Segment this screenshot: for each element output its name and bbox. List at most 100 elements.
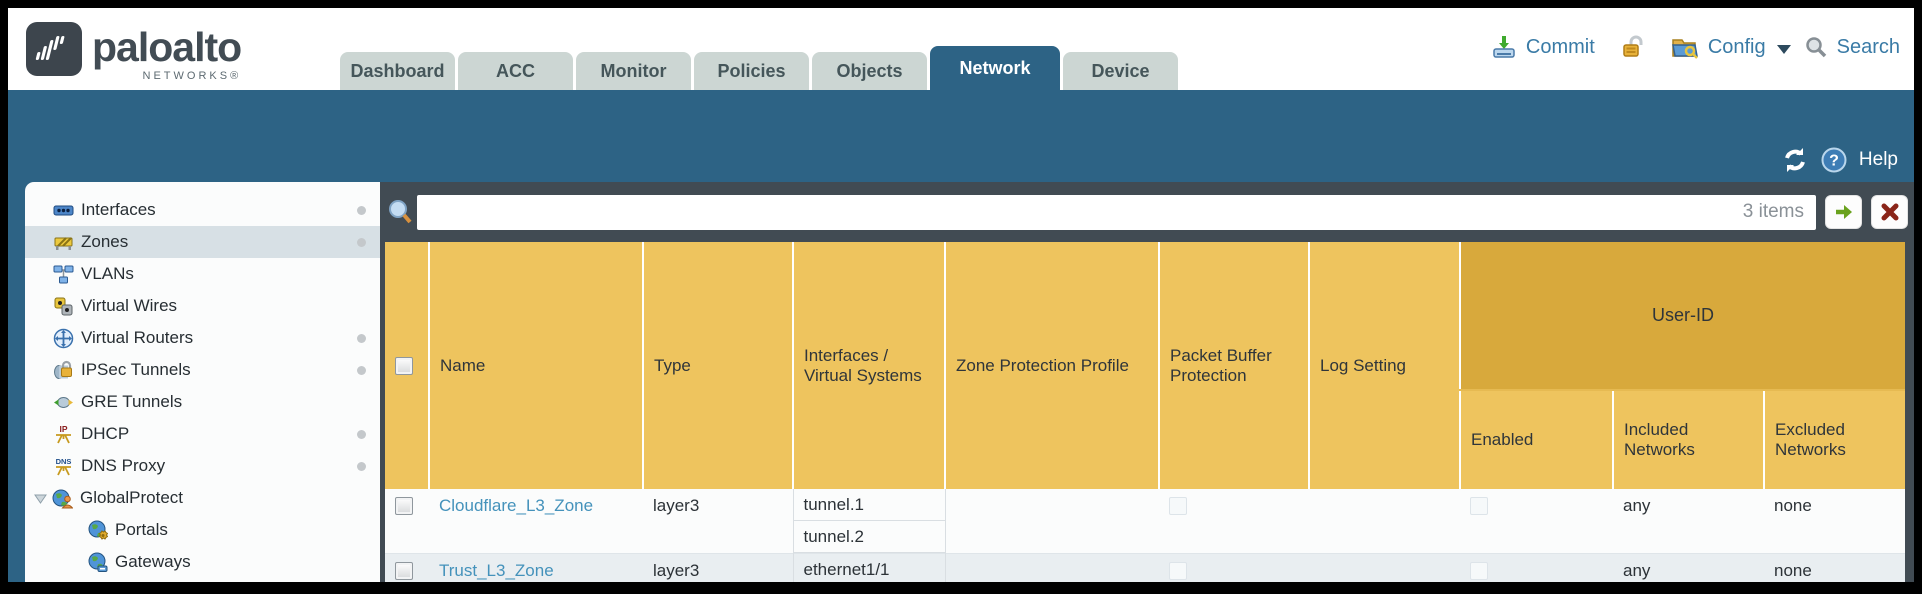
virtual-wires-icon [54, 297, 73, 315]
tab-monitor[interactable]: Monitor [576, 52, 691, 90]
config-caret-icon[interactable] [1776, 44, 1791, 54]
excluded-networks-cell: none [1764, 553, 1905, 582]
zone-interfaces-cell: ethernet1/1 [792, 553, 946, 582]
tab-acc[interactable]: ACC [458, 52, 573, 90]
main-tab-bar: Dashboard ACC Monitor Policies Objects N… [340, 46, 1181, 90]
column-group-user-id: User-ID [1459, 242, 1905, 391]
tab-objects[interactable]: Objects [812, 52, 927, 90]
zone-protection-profile-cell [945, 553, 1159, 582]
help-icon[interactable]: ? [1821, 147, 1847, 173]
interface-entry: tunnel.2 [793, 521, 945, 553]
sidebar-item-label: Zones [81, 232, 129, 251]
log-setting-cell [1309, 489, 1460, 554]
sidebar-item-portals[interactable]: Portals [25, 514, 380, 546]
sidebar-item-ipsec-tunnels[interactable]: IPSec Tunnels [25, 354, 380, 386]
excluded-networks-cell: none [1764, 489, 1905, 554]
sidebar-item-label: DNS Proxy [81, 456, 166, 475]
config-icon[interactable] [1671, 34, 1699, 60]
ipsec-tunnels-icon [54, 360, 72, 379]
lock-icon[interactable] [1621, 34, 1645, 60]
tab-device[interactable]: Device [1063, 52, 1178, 90]
status-dot [357, 365, 366, 375]
top-actions: Commit Config Search [1491, 34, 1900, 60]
sidebar-item-zones[interactable]: Zones [25, 226, 380, 258]
dhcp-icon: IP [56, 424, 71, 443]
sidebar-item-label: Interfaces [81, 200, 156, 219]
brand-name: paloalto [92, 24, 242, 70]
zones-table-panel: Name Type Interfaces / Virtual Systems Z… [385, 242, 1905, 582]
paloalto-logo-icon [26, 22, 82, 76]
network-sidebar: Interfaces Zones VLANs [25, 182, 380, 582]
commit-icon[interactable] [1491, 34, 1517, 60]
apply-filter-button[interactable] [1825, 195, 1862, 229]
packet-buffer-protection-checkbox[interactable] [1169, 562, 1187, 580]
sidebar-item-globalprotect[interactable]: GlobalProtect [25, 482, 380, 514]
status-dot [357, 333, 366, 343]
sidebar-item-virtual-routers[interactable]: Virtual Routers [25, 322, 380, 354]
status-dot [357, 237, 366, 247]
column-header-type[interactable]: Type [642, 242, 793, 489]
filter-input[interactable] [429, 202, 1733, 222]
status-dot [357, 205, 366, 215]
table-row: Cloudflare_L3_Zone layer3 tunnel.1 tunne… [385, 489, 1905, 554]
column-header-zone-protection-profile[interactable]: Zone Protection Profile [944, 242, 1159, 489]
user-id-enabled-checkbox[interactable] [1470, 562, 1488, 580]
tab-policies[interactable]: Policies [694, 52, 809, 90]
user-id-enabled-checkbox[interactable] [1470, 497, 1488, 515]
sidebar-item-dns-proxy[interactable]: DNS DNS Proxy [25, 450, 380, 482]
brand-subtitle: NETWORKS® [142, 70, 242, 82]
help-button[interactable]: Help [1858, 149, 1898, 170]
select-all-checkbox[interactable] [395, 356, 413, 375]
select-all-header [385, 242, 429, 489]
commit-button[interactable]: Commit [1525, 35, 1595, 58]
column-header-name[interactable]: Name [428, 242, 643, 489]
portals-icon [88, 520, 108, 540]
included-networks-cell: any [1613, 553, 1764, 582]
sidebar-item-gateways[interactable]: Gateways [25, 546, 380, 578]
sidebar-item-label: DHCP [81, 424, 130, 443]
logo-waveform [35, 36, 65, 60]
zone-name-link[interactable]: Cloudflare_L3_Zone [439, 496, 594, 515]
sidebar-item-label: VLANs [81, 264, 134, 283]
row-checkbox[interactable] [395, 497, 413, 515]
sidebar-item-vlans[interactable]: VLANs [25, 258, 380, 290]
zones-table: Name Type Interfaces / Virtual Systems Z… [385, 242, 1905, 582]
refresh-icon[interactable] [1781, 146, 1809, 174]
svg-text:DNS: DNS [56, 457, 72, 466]
packet-buffer-protection-checkbox[interactable] [1169, 497, 1187, 515]
tab-dashboard[interactable]: Dashboard [340, 52, 455, 90]
interfaces-icon [53, 205, 74, 215]
sidebar-item-label: Gateways [115, 552, 191, 571]
virtual-routers-icon [53, 328, 74, 348]
top-bar: paloalto NETWORKS® Dashboard ACC Monitor… [8, 8, 1914, 90]
sidebar-item-interfaces[interactable]: Interfaces [25, 194, 380, 226]
column-header-enabled[interactable]: Enabled [1459, 390, 1613, 489]
row-checkbox[interactable] [395, 562, 413, 580]
sidebar-item-label: GRE Tunnels [81, 392, 183, 411]
column-header-included-networks[interactable]: Included Networks [1612, 390, 1764, 489]
column-header-excluded-networks[interactable]: Excluded Networks [1763, 390, 1905, 489]
expander-triangle-icon[interactable] [33, 491, 48, 506]
tab-network[interactable]: Network [930, 46, 1060, 90]
search-button[interactable]: Search [1836, 35, 1900, 58]
dns-proxy-icon: DNS [56, 457, 72, 475]
zone-name-link[interactable]: Trust_L3_Zone [439, 561, 554, 580]
column-header-packet-buffer-protection[interactable]: Packet Buffer Protection [1158, 242, 1309, 489]
sidebar-item-virtual-wires[interactable]: Virtual Wires [25, 290, 380, 322]
zone-type-cell: layer3 [643, 489, 793, 554]
config-menu[interactable]: Config [1707, 35, 1766, 58]
item-count: 3 items [1742, 201, 1804, 222]
column-header-log-setting[interactable]: Log Setting [1308, 242, 1460, 489]
sidebar-item-gre-tunnels[interactable]: GRE Tunnels [25, 386, 380, 418]
included-networks-cell: any [1613, 489, 1764, 554]
zone-interfaces-cell: tunnel.1 tunnel.2 [792, 489, 946, 554]
table-row: Trust_L3_Zone layer3 ethernet1/1 any non… [385, 553, 1905, 582]
sidebar-item-label: GlobalProtect [80, 488, 183, 507]
green-arrow-icon [1835, 205, 1852, 219]
search-icon[interactable] [1804, 35, 1828, 59]
sidebar-item-dhcp[interactable]: IP DHCP [25, 418, 380, 450]
sidebar-item-label: IPSec Tunnels [81, 360, 191, 379]
clear-filter-button[interactable] [1871, 195, 1908, 229]
column-header-interfaces[interactable]: Interfaces / Virtual Systems [792, 242, 945, 489]
